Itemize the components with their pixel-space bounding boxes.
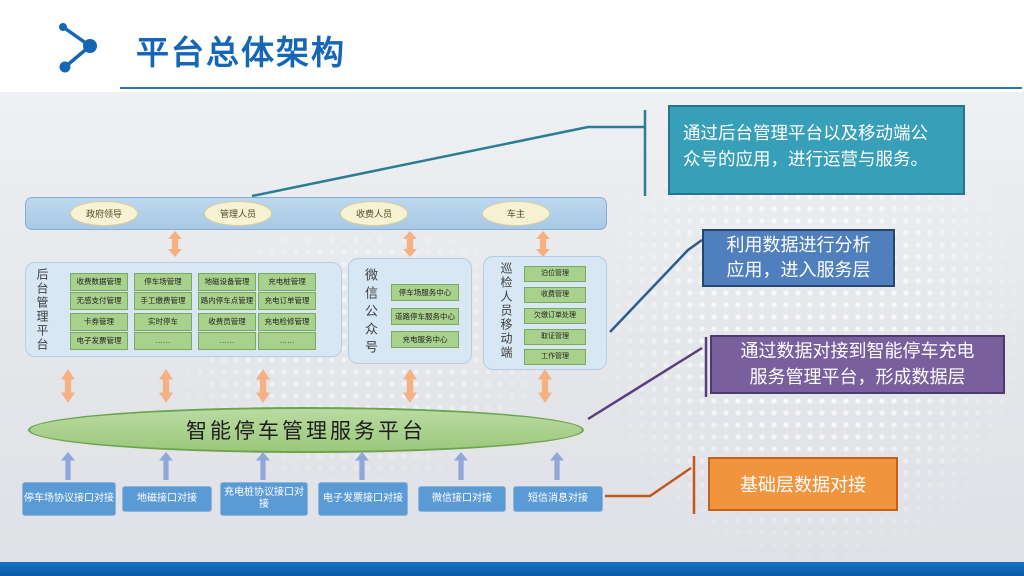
- module-box: 收费数据管理: [70, 273, 128, 291]
- users-bar: 政府领导 管理人员 收费人员 车主: [25, 197, 607, 230]
- module-box: 停车场管理: [134, 273, 192, 291]
- module-box: 道路停车服务中心: [391, 308, 459, 325]
- inspection-panel-label: 巡检人员移动端: [499, 262, 513, 360]
- module-box: 取证管理: [524, 329, 586, 345]
- title-underline: [120, 87, 1022, 89]
- role-ellipse-collectors: 收费人员: [340, 201, 408, 226]
- module-box: 电子发票管理: [70, 332, 128, 350]
- module-box: 手工缴费管理: [134, 292, 192, 310]
- module-box: 无感支付管理: [70, 292, 128, 310]
- callout-data-layer: 通过数据对接到智能停车充电服务管理平台，形成数据层: [710, 335, 1005, 394]
- callout-service-layer: 利用数据进行分析应用，进入服务层: [702, 229, 895, 287]
- module-box: ……: [198, 332, 256, 350]
- integration-box-parking-protocol: 停车场协议接口对接: [22, 482, 116, 516]
- inspection-mobile-panel: 巡检人员移动端 泊位管理 收费管理 欠缴订单处理 取证管理 工作管理: [483, 256, 607, 370]
- module-box: 收费管理: [524, 287, 586, 303]
- module-box: 实时停车: [134, 313, 192, 331]
- slide-header: 平台总体架构: [0, 0, 1024, 92]
- wechat-panel: 微信公众号 停车场服务中心 道路停车服务中心 充电服务中心: [348, 258, 472, 364]
- share-nodes-icon: [59, 23, 97, 73]
- module-box: 路内停车点管理: [198, 292, 256, 310]
- service-platform-ellipse: 智能停车管理服务平台: [28, 407, 584, 453]
- module-box: 卡券管理: [70, 313, 128, 331]
- callout-operations-text: 通过后台管理平台以及移动端公众号的应用，进行运营与服务。: [683, 123, 928, 170]
- module-box: 收费员管理: [198, 313, 256, 331]
- module-box: 充电订单管理: [258, 292, 316, 310]
- module-box: 地磁设备管理: [198, 273, 256, 291]
- role-ellipse-managers: 管理人员: [204, 201, 272, 226]
- callout-base-layer-text: 基础层数据对接: [740, 475, 866, 495]
- module-box: ……: [258, 332, 316, 350]
- module-box: ……: [134, 332, 192, 350]
- callout-base-layer: 基础层数据对接: [708, 457, 898, 511]
- module-box: 停车场服务中心: [391, 284, 459, 301]
- module-box: 泊位管理: [524, 266, 586, 282]
- integration-box-sms: 短信消息对接: [513, 486, 603, 512]
- integration-box-wechat: 微信接口对接: [418, 486, 506, 512]
- callout-service-layer-text: 利用数据进行分析应用，进入服务层: [726, 234, 871, 280]
- integration-box-einvoice: 电子发票接口对接: [318, 482, 408, 516]
- integration-box-charger-protocol: 充电桩协议接口对接: [220, 482, 308, 516]
- module-box: 工作管理: [524, 349, 586, 365]
- callout-data-layer-text: 通过数据对接到智能停车充电服务管理平台，形成数据层: [740, 341, 975, 387]
- page-title: 平台总体架构: [136, 34, 346, 71]
- module-box: 充电检修管理: [258, 313, 316, 331]
- role-ellipse-owners: 车主: [482, 201, 550, 226]
- backend-platform-panel: 后台管理平台 收费数据管理 停车场管理 地磁设备管理 充电桩管理 无感支付管理 …: [25, 262, 342, 357]
- module-box: 充电服务中心: [391, 331, 459, 348]
- footer-bar: [0, 562, 1024, 576]
- module-box: 充电桩管理: [258, 273, 316, 291]
- callout-operations: 通过后台管理平台以及移动端公众号的应用，进行运营与服务。: [668, 105, 965, 195]
- backend-platform-label: 后台管理平台: [35, 268, 49, 352]
- module-box: 欠缴订单处理: [524, 308, 586, 324]
- integration-box-geomagnetic: 地磁接口对接: [122, 486, 212, 512]
- service-platform-label: 智能停车管理服务平台: [186, 419, 426, 443]
- wechat-panel-label: 微信公众号: [363, 268, 378, 358]
- role-ellipse-government: 政府领导: [70, 201, 138, 226]
